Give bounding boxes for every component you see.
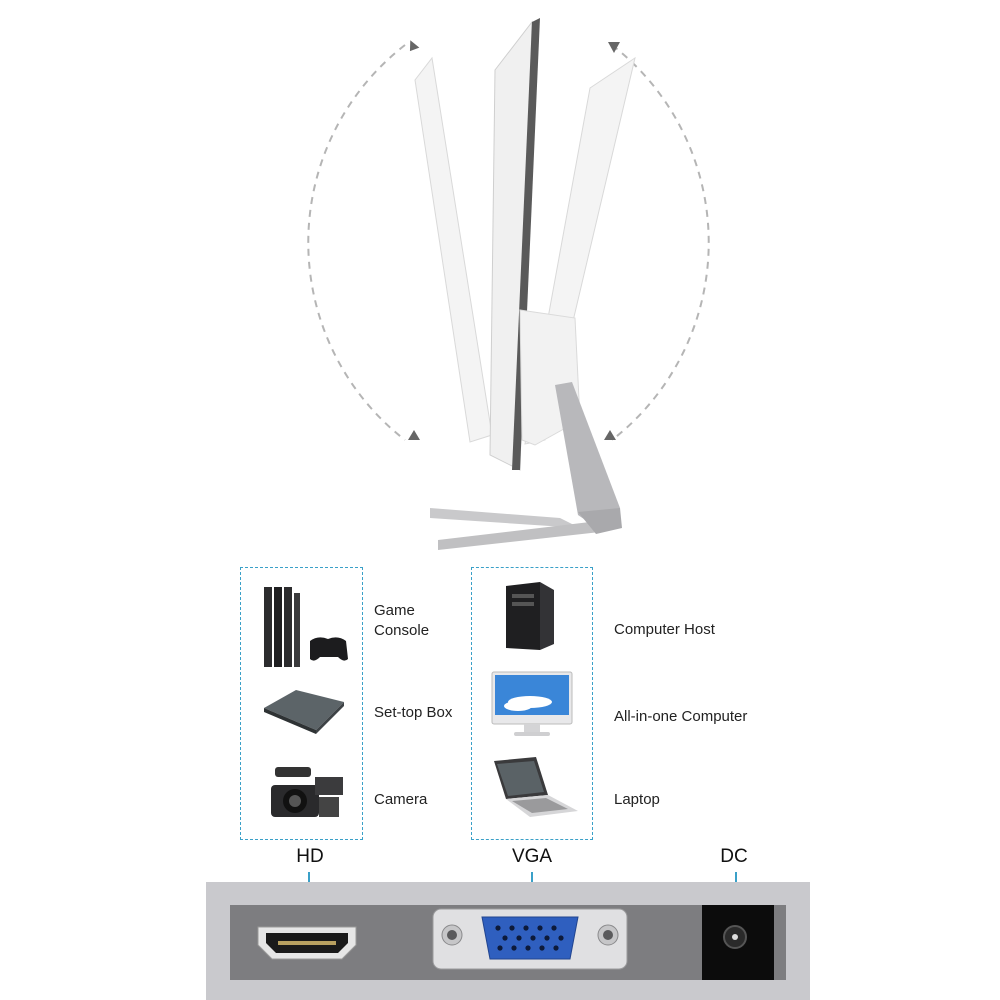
all-in-one-computer-label: All-in-one Computer — [614, 708, 748, 725]
arrow-bottom-right-icon — [604, 430, 616, 440]
port-label-hd: HD — [296, 846, 324, 867]
vga-devices-box — [471, 567, 593, 840]
laptop-label: Laptop — [614, 791, 660, 808]
dc-port-icon — [702, 905, 774, 980]
set-top-box-label: Set-top Box — [374, 704, 453, 721]
tilt-arc-right — [611, 44, 710, 441]
computer-host-icon — [506, 582, 554, 650]
stand-neck — [555, 382, 620, 530]
computer-host-label: Computer Host — [614, 621, 715, 638]
stand-base-front — [438, 522, 600, 550]
monitor-tilt-illustration — [307, 18, 710, 550]
arrow-bottom-left-icon — [408, 430, 420, 440]
arrow-top-right-icon — [608, 42, 620, 53]
port-label-vga: VGA — [511, 846, 553, 867]
stand-foot — [578, 508, 622, 534]
tilt-arc-left — [307, 44, 406, 441]
all-in-one-computer-icon — [491, 671, 573, 736]
set-top-box-icon — [264, 690, 344, 734]
camera-icon — [271, 767, 343, 817]
hd-devices-box — [240, 567, 363, 840]
port-label-dc: DC — [720, 846, 748, 867]
arrow-top-left-icon — [409, 40, 420, 52]
monitor-screen-edge — [512, 18, 540, 470]
stand-base-back — [430, 508, 580, 528]
game-console-label: Game Console — [374, 602, 430, 639]
ports-illustration — [257, 905, 774, 980]
vga-port-icon — [432, 908, 628, 970]
ghost-monitor-left — [414, 56, 493, 443]
hdmi-port-icon — [257, 926, 357, 960]
game-console-icon — [264, 587, 348, 667]
laptop-icon — [494, 757, 578, 817]
camera-label: Camera — [374, 791, 428, 808]
